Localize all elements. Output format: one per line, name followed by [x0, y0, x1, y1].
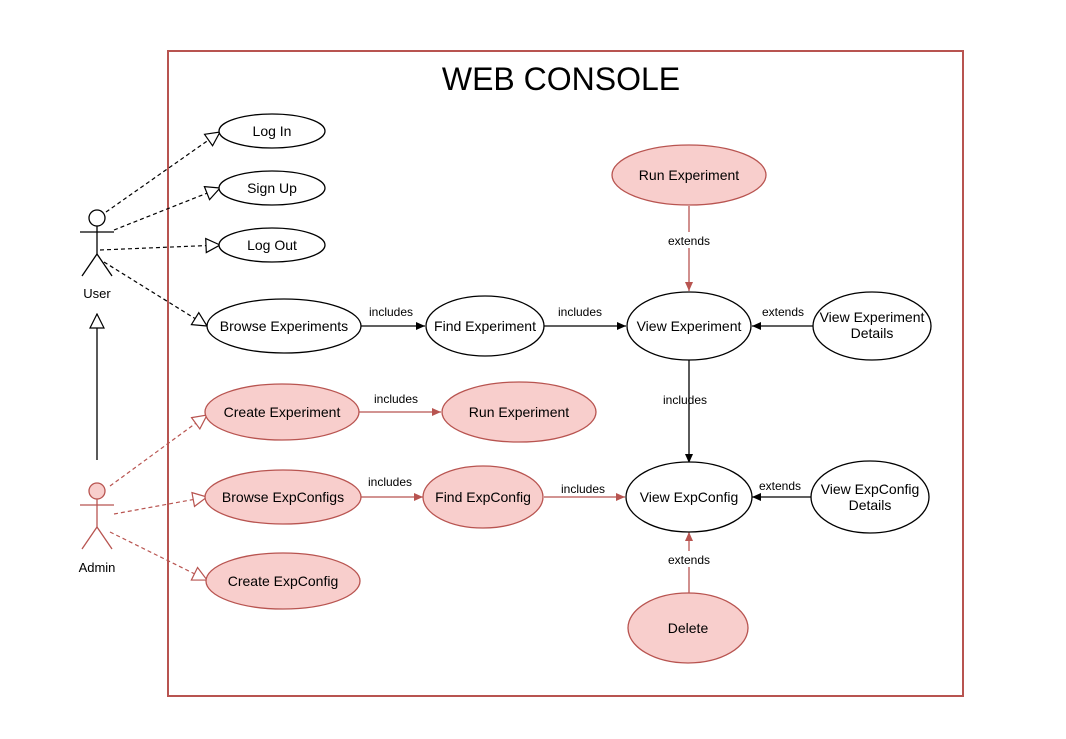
- usecase-login-label: Log In: [253, 123, 292, 139]
- usecase-view-expconfig-label: View ExpConfig: [640, 489, 739, 505]
- label-details-view: extends: [762, 305, 804, 319]
- usecase-find-experiment-label: Find Experiment: [434, 318, 536, 334]
- usecase-browse-experiments[interactable]: Browse Experiments: [206, 298, 362, 354]
- usecase-login[interactable]: Log In: [218, 113, 326, 149]
- assoc-admin-create-cfg: [109, 531, 207, 580]
- label-cfgdetails-viewcfg: extends: [759, 479, 801, 493]
- usecase-view-experiment-details-line2: Details: [851, 325, 894, 341]
- usecase-run-experiment[interactable]: Run Experiment: [441, 381, 597, 443]
- label-create-run: includes: [374, 392, 418, 406]
- usecase-logout[interactable]: Log Out: [218, 227, 326, 263]
- usecase-run-experiment-top[interactable]: Run Experiment: [611, 144, 767, 206]
- actor-user: [80, 209, 114, 277]
- usecase-find-expconfig-label: Find ExpConfig: [435, 489, 531, 505]
- label-find-view: includes: [558, 305, 602, 319]
- user-associations: [99, 132, 220, 326]
- usecase-view-experiment-details-line1: View Experiment: [820, 309, 925, 325]
- system-boundary: [167, 50, 964, 697]
- usecase-delete-label: Delete: [668, 620, 709, 636]
- usecase-run-experiment-top-label: Run Experiment: [639, 167, 739, 183]
- label-delete-viewcfg: extends: [668, 553, 710, 567]
- label-findcfg-viewcfg: includes: [561, 482, 605, 496]
- usecase-view-expconfig-details-line1: View ExpConfig: [821, 481, 920, 497]
- actor-admin-label: Admin: [79, 560, 116, 575]
- assoc-user-signup: [113, 188, 220, 231]
- usecase-view-experiment-label: View Experiment: [637, 318, 742, 334]
- usecase-create-experiment-label: Create Experiment: [224, 404, 341, 420]
- assoc-user-browse: [103, 261, 207, 326]
- usecase-create-experiment[interactable]: Create Experiment: [204, 383, 360, 441]
- usecase-signup-label: Sign Up: [247, 180, 297, 196]
- diagram-title: WEB CONSOLE: [442, 61, 680, 97]
- usecase-view-experiment[interactable]: View Experiment: [626, 291, 752, 361]
- assoc-admin-create-exp: [109, 415, 207, 487]
- usecase-signup[interactable]: Sign Up: [218, 170, 326, 206]
- usecase-logout-label: Log Out: [247, 237, 297, 253]
- usecase-view-experiment-details[interactable]: View Experiment Details: [812, 291, 932, 361]
- usecase-view-expconfig[interactable]: View ExpConfig: [625, 461, 753, 533]
- usecase-find-experiment[interactable]: Find Experiment: [425, 295, 545, 357]
- actor-admin: [80, 482, 114, 550]
- admin-associations: [109, 415, 207, 580]
- assoc-user-login: [105, 132, 220, 213]
- usecase-delete[interactable]: Delete: [627, 592, 749, 664]
- actor-user-label: User: [83, 286, 111, 301]
- usecase-create-expconfig[interactable]: Create ExpConfig: [205, 552, 361, 610]
- assoc-user-logout: [99, 245, 220, 250]
- usecase-browse-experiments-label: Browse Experiments: [220, 318, 348, 334]
- usecase-view-expconfig-details-line2: Details: [849, 497, 892, 513]
- usecase-run-experiment-label: Run Experiment: [469, 404, 569, 420]
- label-run-view: extends: [668, 234, 710, 248]
- usecase-find-expconfig[interactable]: Find ExpConfig: [422, 465, 544, 529]
- label-view-viewcfg: includes: [663, 393, 707, 407]
- assoc-admin-browse-cfg: [113, 497, 207, 515]
- usecase-browse-expconfigs[interactable]: Browse ExpConfigs: [204, 469, 362, 525]
- usecase-create-expconfig-label: Create ExpConfig: [228, 573, 339, 589]
- label-browsecfg-findcfg: includes: [368, 475, 412, 489]
- usecase-browse-expconfigs-label: Browse ExpConfigs: [222, 489, 344, 505]
- usecase-view-expconfig-details[interactable]: View ExpConfig Details: [810, 460, 930, 534]
- label-browse-find: includes: [369, 305, 413, 319]
